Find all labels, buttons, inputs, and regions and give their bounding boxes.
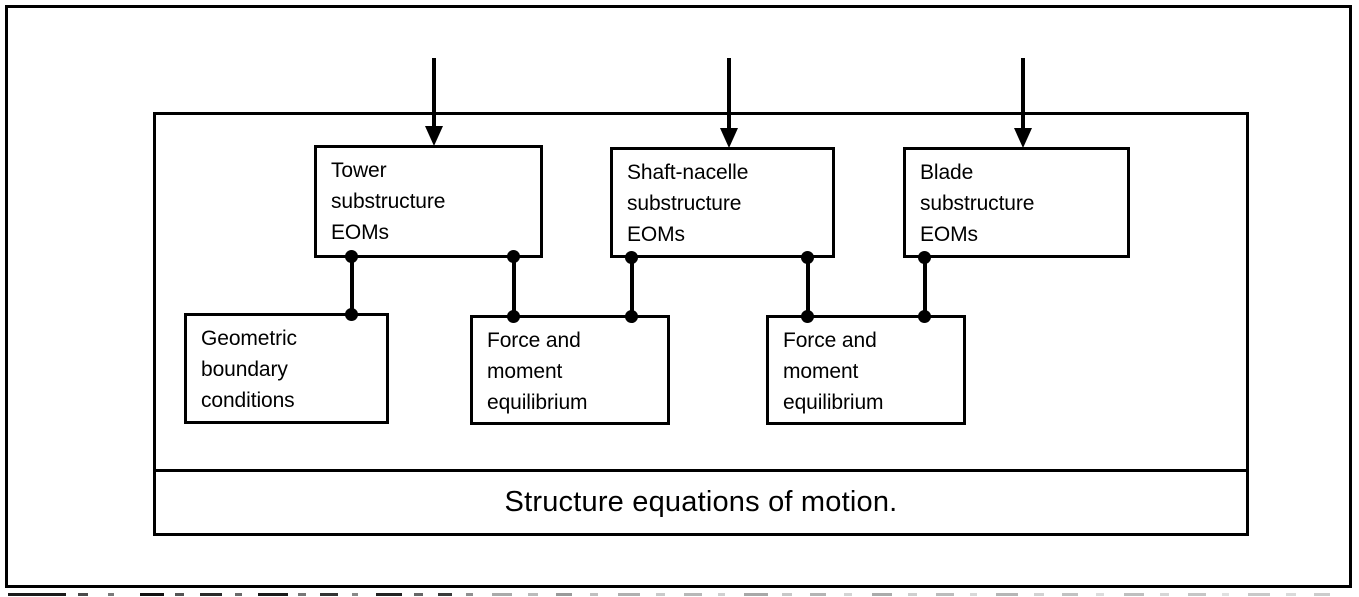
scan-artifact-row: [0, 592, 1359, 597]
junction-dot-force1-right: [625, 310, 638, 323]
block-line: substructure: [627, 192, 742, 215]
caption-strip: Structure equations of motion.: [153, 469, 1249, 536]
connector-tower-to-geometric: [350, 255, 354, 317]
block-line: moment: [783, 360, 859, 383]
input-arrow-tower: [425, 58, 443, 146]
block-line: EOMs: [331, 221, 389, 244]
input-arrow-shaft-nacelle: [720, 58, 738, 148]
block-force-and-moment-equilibrium-1: Force and moment equilibrium: [470, 315, 670, 425]
junction-dot-blade-left: [918, 251, 931, 264]
figure-caption: Structure equations of motion.: [504, 486, 898, 518]
connector-blade-to-force2: [923, 255, 927, 317]
junction-dot-tower-right: [507, 250, 520, 263]
block-line: Shaft-nacelle: [627, 161, 749, 184]
block-line: boundary: [201, 358, 288, 381]
block-line: Geometric: [201, 327, 297, 350]
block-line: Force and: [783, 329, 877, 352]
junction-dot-tower-left: [345, 250, 358, 263]
block-line: Tower: [331, 159, 387, 182]
block-line: conditions: [201, 389, 295, 412]
block-line: equilibrium: [487, 391, 588, 414]
outer-frame: [5, 5, 1352, 588]
input-arrow-blade: [1014, 58, 1032, 148]
block-force-and-moment-equilibrium-2: Force and moment equilibrium: [766, 315, 966, 425]
connector-tower-to-force1: [512, 255, 516, 317]
block-line: EOMs: [920, 223, 978, 246]
block-line: substructure: [331, 190, 446, 213]
block-line: EOMs: [627, 223, 685, 246]
block-line: moment: [487, 360, 563, 383]
block-blade-substructure-eoms: Blade substructure EOMs: [903, 147, 1130, 258]
block-line: equilibrium: [783, 391, 884, 414]
connector-shaft-to-force2: [806, 255, 810, 317]
junction-dot-shaft-left: [625, 251, 638, 264]
junction-dot-force2-left: [801, 310, 814, 323]
block-tower-substructure-eoms: Tower substructure EOMs: [314, 145, 543, 258]
junction-dot-shaft-right: [801, 251, 814, 264]
block-geometric-boundary-conditions: Geometric boundary conditions: [184, 313, 389, 424]
connector-shaft-to-force1: [630, 255, 634, 317]
junction-dot-force2-right: [918, 310, 931, 323]
junction-dot-force1-left: [507, 310, 520, 323]
junction-dot-geometric-top: [345, 308, 358, 321]
block-line: substructure: [920, 192, 1035, 215]
block-line: Blade: [920, 161, 974, 184]
block-line: Force and: [487, 329, 581, 352]
block-shaft-nacelle-substructure-eoms: Shaft-nacelle substructure EOMs: [610, 147, 835, 258]
